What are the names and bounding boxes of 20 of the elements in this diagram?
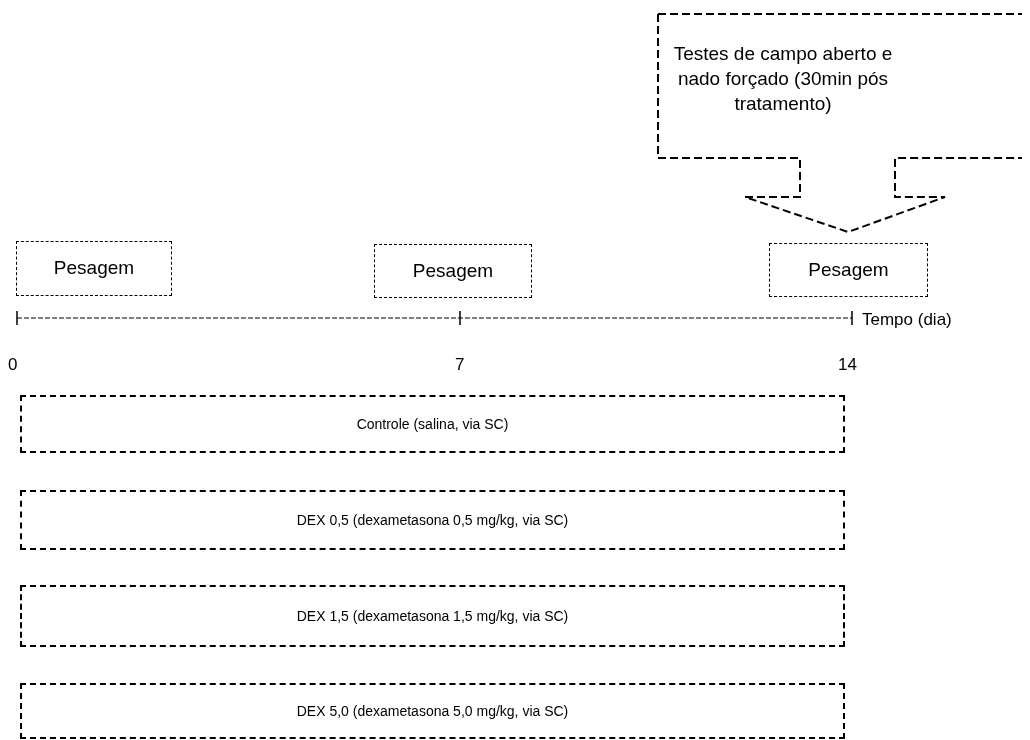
node-text: DEX 0,5 (dexametasona 0,5 mg/kg, via SC) xyxy=(296,510,569,530)
tick-label: 7 xyxy=(455,354,465,376)
group-box xyxy=(20,490,845,550)
group-box xyxy=(20,585,845,647)
process-box xyxy=(769,243,928,297)
group-box xyxy=(20,395,845,453)
node-text: DEX 1,5 (dexametasona 1,5 mg/kg, via SC) xyxy=(296,606,569,626)
callout-box xyxy=(657,13,1025,235)
group-box xyxy=(20,683,845,739)
node-text: DEX 5,0 (dexametasona 5,0 mg/kg, via SC) xyxy=(296,701,569,721)
node-text: Pesagem xyxy=(53,256,135,281)
node-text: Pesagem xyxy=(808,257,889,282)
axis-label: Tempo (dia) xyxy=(862,309,952,331)
node-text: Controle (salina, via SC) xyxy=(356,414,509,434)
process-box xyxy=(374,244,532,298)
process-box xyxy=(16,241,172,296)
node-text: Pesagem xyxy=(412,258,494,283)
tick-label: 14 xyxy=(838,354,857,376)
node-text: Testes de campo aberto e nado forçado (30min pós tratamento) xyxy=(673,43,893,114)
tick-label: 0 xyxy=(8,354,18,376)
